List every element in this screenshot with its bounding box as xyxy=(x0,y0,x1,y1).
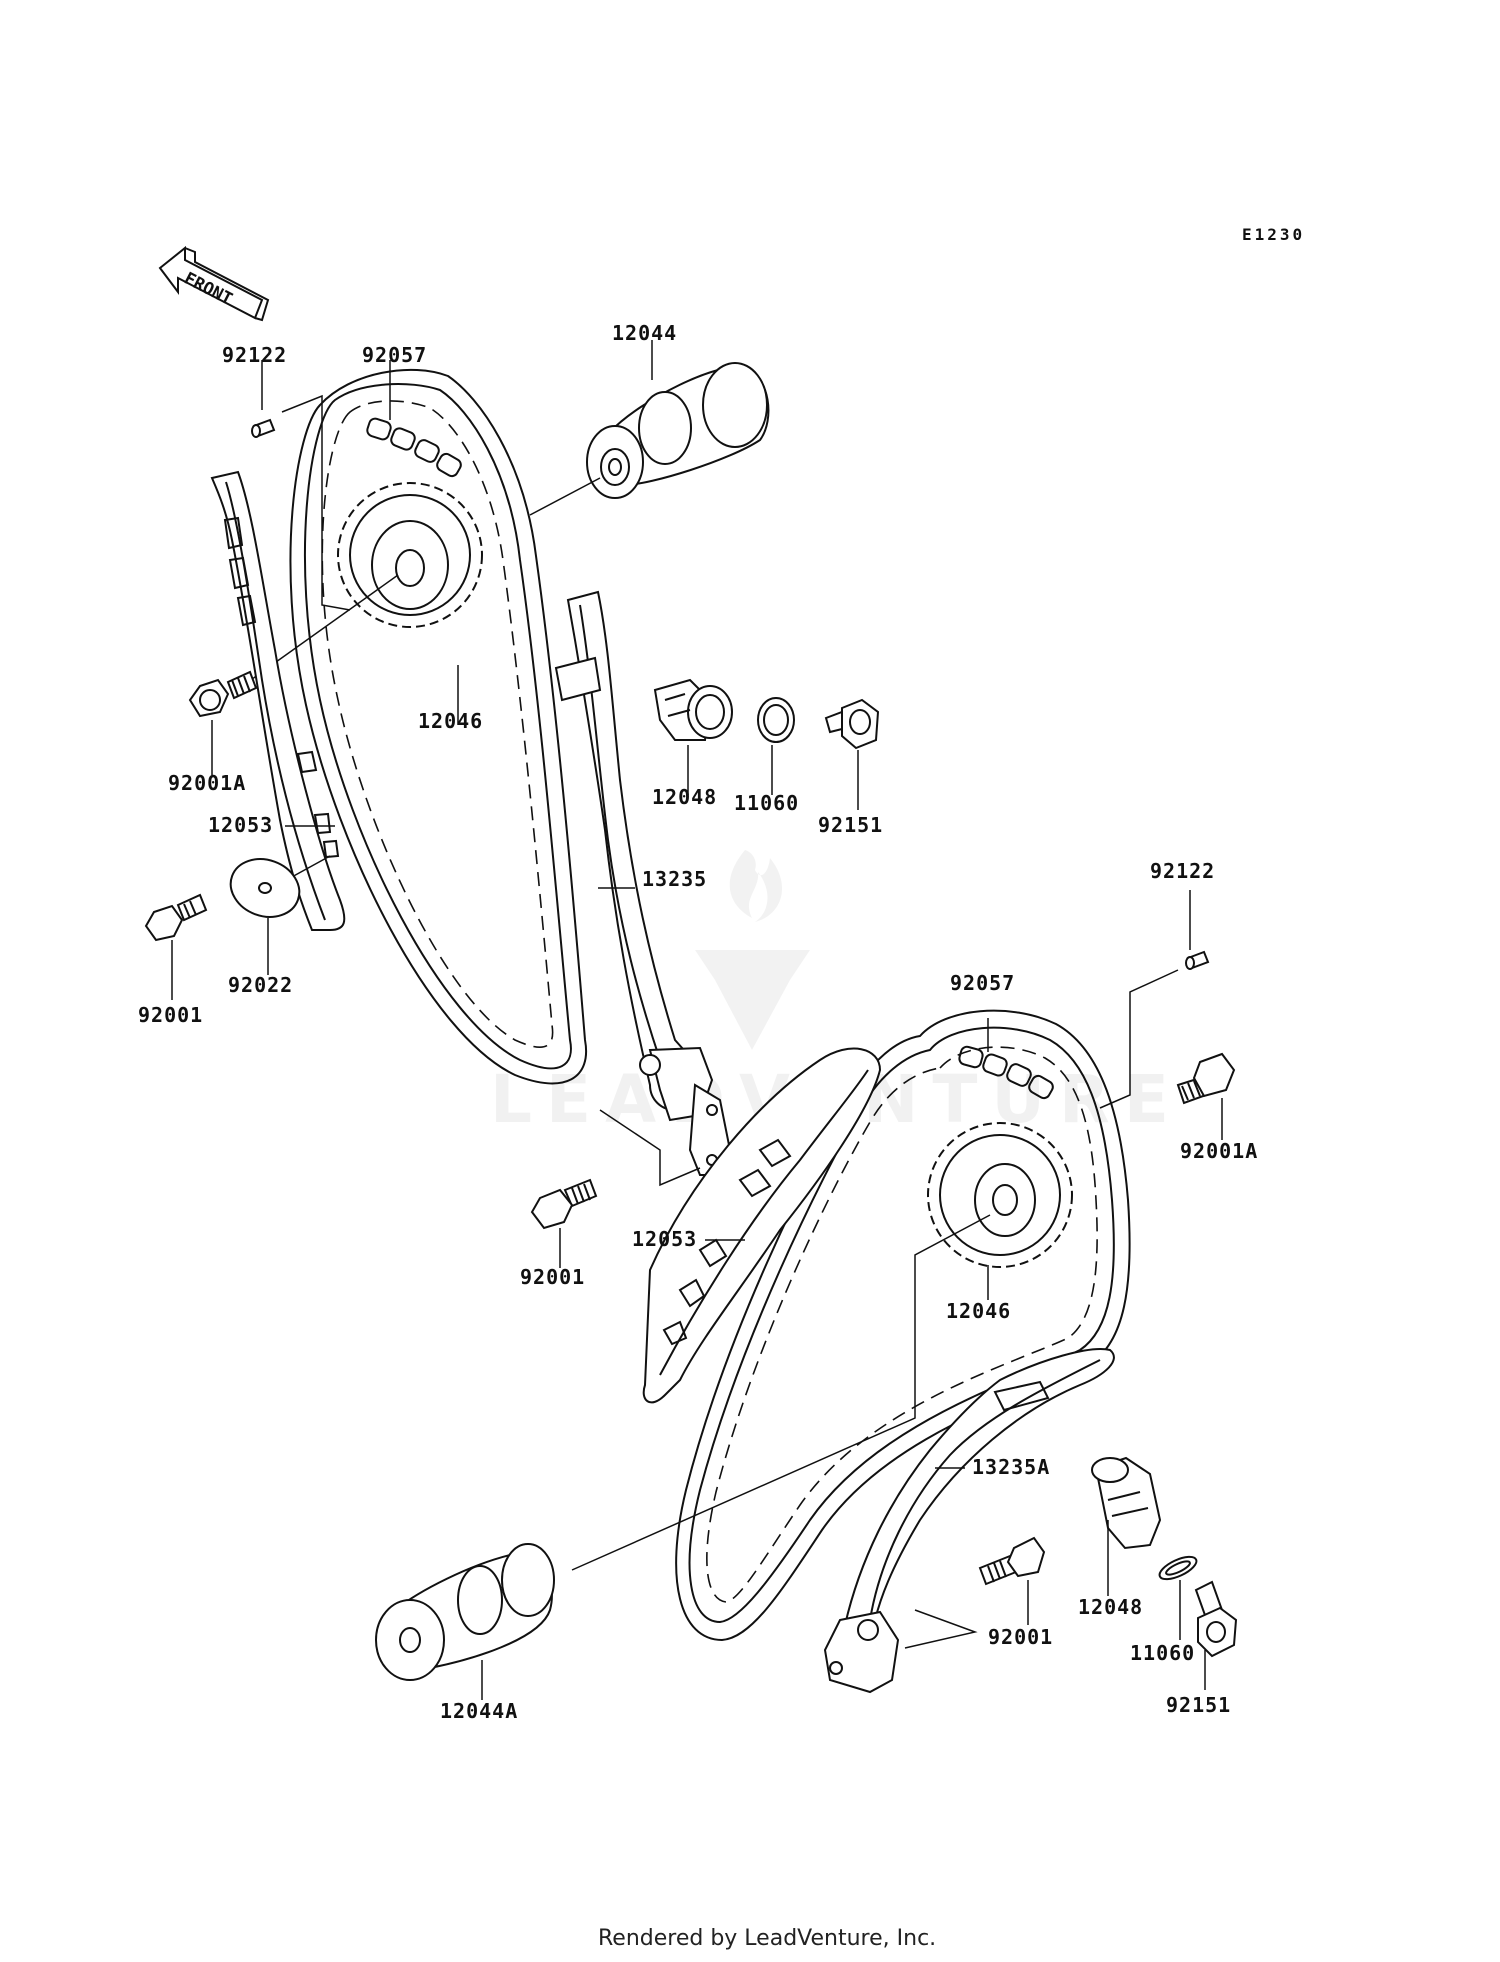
chain-tensioner-12048-upper xyxy=(653,678,733,741)
gasket-11060-upper xyxy=(757,697,795,743)
label-11060-upper: 11060 xyxy=(734,791,799,815)
tensioner-guide-13235A xyxy=(823,1348,1115,1694)
cap-bolt-92151-upper xyxy=(824,698,880,750)
dowel-pin-92122-lower xyxy=(1185,950,1210,970)
diagram-code: E1230 xyxy=(1242,225,1305,244)
label-12046-lower: 12046 xyxy=(946,1299,1011,1323)
label-92001-middle: 92001 xyxy=(520,1265,585,1289)
label-12044: 12044 xyxy=(612,321,677,345)
label-11060-lower: 11060 xyxy=(1130,1641,1195,1665)
part-labels: 92122 92057 12044 12046 92001A 12048 110… xyxy=(138,321,1258,1723)
label-92057-lower: 92057 xyxy=(950,971,1015,995)
leader-lines xyxy=(171,340,1223,1700)
camshaft-12044A xyxy=(375,1543,555,1681)
cam-sprocket-12046-lower xyxy=(927,1122,1073,1268)
label-92001-upper: 92001 xyxy=(138,1003,203,1027)
label-12048-upper: 12048 xyxy=(652,785,717,809)
bolt-92001-middle xyxy=(530,1178,598,1230)
label-92057-upper: 92057 xyxy=(362,343,427,367)
label-92151-lower: 92151 xyxy=(1166,1693,1231,1717)
label-12044A: 12044A xyxy=(440,1699,518,1723)
bolt-92001-upper xyxy=(144,893,208,942)
cap-bolt-92151-lower xyxy=(1194,1580,1238,1658)
chain-guide-12053-lower xyxy=(642,1047,882,1404)
label-92001A-lower: 92001A xyxy=(1180,1139,1258,1163)
chain-guide-12053-upper xyxy=(210,470,346,931)
label-92151-upper: 92151 xyxy=(818,813,883,837)
bolt-92001A-upper xyxy=(188,670,258,718)
front-arrow-icon: FRONT xyxy=(158,245,270,322)
label-92122-upper: 92122 xyxy=(222,343,287,367)
bolt-92001A-lower xyxy=(1176,1052,1236,1105)
footer-credit: Rendered by LeadVenture, Inc. xyxy=(598,1926,936,1951)
label-12046-upper: 12046 xyxy=(418,709,483,733)
label-12048-lower: 12048 xyxy=(1078,1595,1143,1619)
cam-sprocket-12046-upper xyxy=(337,482,483,628)
bolt-92001-lower xyxy=(978,1536,1046,1586)
label-92122-lower: 92122 xyxy=(1150,859,1215,883)
label-13235A: 13235A xyxy=(972,1455,1050,1479)
label-92022: 92022 xyxy=(228,973,293,997)
label-92001A-upper: 92001A xyxy=(168,771,246,795)
dowel-pin-92122-upper xyxy=(251,418,276,438)
label-12053-upper: 12053 xyxy=(208,813,273,837)
gasket-11060-lower xyxy=(1158,1555,1198,1581)
label-12053-lower: 12053 xyxy=(632,1227,697,1251)
washer-92022 xyxy=(229,858,301,918)
label-92001-lower: 92001 xyxy=(988,1625,1053,1649)
label-13235: 13235 xyxy=(642,867,707,891)
camshaft-12044 xyxy=(586,362,770,499)
tensioner-guide-13235 xyxy=(554,590,732,1176)
chain-tensioner-12048-lower xyxy=(1091,1456,1162,1550)
cam-chain-92057-upper xyxy=(289,368,588,1085)
cam-chain-92057-lower xyxy=(675,1009,1131,1642)
